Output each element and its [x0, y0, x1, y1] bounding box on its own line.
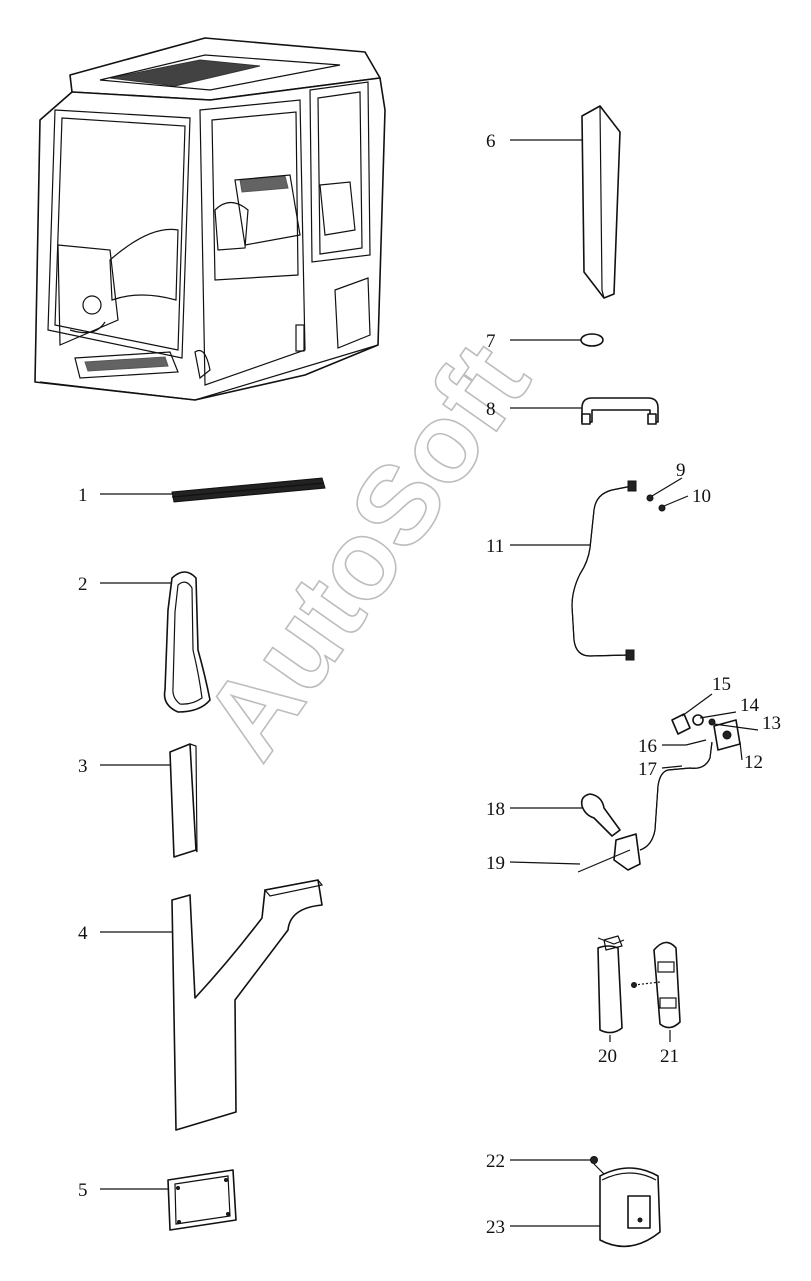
callout-23: 23 — [486, 1217, 505, 1238]
part-21-bracket — [631, 941, 681, 1029]
callout-4: 4 — [78, 923, 88, 944]
part-11-grab-rail — [571, 480, 666, 661]
cab-assembly — [34, 37, 386, 401]
part-12-17-mount — [639, 713, 741, 851]
callout-3: 3 — [78, 756, 88, 777]
callout-22: 22 — [486, 1151, 505, 1172]
callout-5: 5 — [78, 1180, 88, 1201]
part-6-trim — [581, 105, 621, 299]
callout-12: 12 — [744, 752, 763, 773]
callout-19: 19 — [486, 853, 505, 874]
part-4-panel — [171, 879, 324, 1131]
callout-6: 6 — [486, 131, 496, 152]
callout-1: 1 — [78, 485, 88, 506]
part-20-extinguisher — [597, 935, 625, 1034]
part-22-23-holder — [590, 1156, 661, 1248]
callout-21: 21 — [660, 1046, 679, 1067]
callout-labels: 1 2 3 4 5 6 7 8 9 10 11 12 13 14 15 16 1… — [78, 131, 781, 1238]
callout-17: 17 — [638, 759, 657, 780]
callout-16: 16 — [638, 736, 657, 757]
part-2-seal — [163, 571, 211, 713]
callout-8: 8 — [486, 399, 496, 420]
callout-10: 10 — [692, 486, 711, 507]
part-1-strip — [171, 477, 326, 503]
callout-13: 13 — [762, 713, 781, 734]
callout-11: 11 — [486, 536, 504, 557]
callout-15: 15 — [712, 674, 731, 695]
callout-14: 14 — [740, 695, 760, 716]
callout-9: 9 — [676, 460, 686, 481]
part-3-pad — [169, 743, 198, 858]
callout-20: 20 — [598, 1046, 617, 1067]
callout-7: 7 — [486, 331, 496, 352]
callout-18: 18 — [486, 799, 505, 820]
part-7-clip — [580, 333, 604, 347]
part-18-19-knob-rod — [577, 793, 641, 873]
part-8-handle — [581, 397, 659, 425]
callout-2: 2 — [78, 574, 88, 595]
part-5-plate — [167, 1169, 237, 1231]
leader-lines — [100, 139, 759, 1227]
